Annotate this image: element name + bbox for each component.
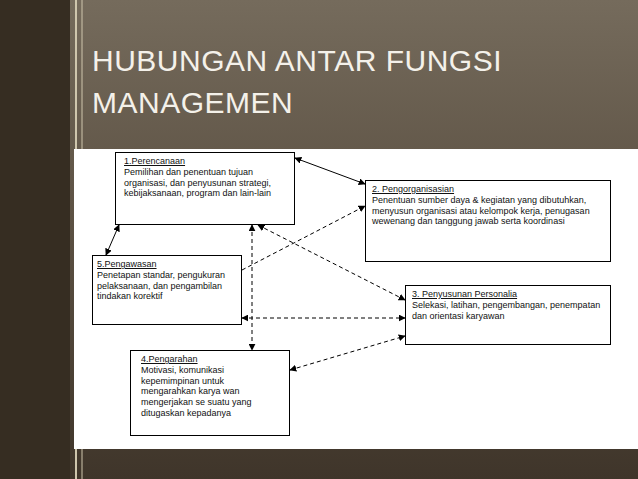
box-description: Motivasi, komunikasi kepemimpinan untuk …	[141, 365, 271, 419]
solid-arrow	[295, 158, 365, 184]
white-panel	[74, 149, 638, 449]
box-heading: 3. Penyusunan Personalia	[412, 289, 604, 300]
organizing-box: 2. PengorganisasianPenentuan sumber daya…	[365, 180, 611, 262]
left-strip	[0, 0, 70, 479]
planning-box: 1.PerencanaanPemilihan dan penentuan tuj…	[115, 152, 295, 225]
box-description: Pemilihan dan penentuan tujuan organisas…	[124, 167, 284, 199]
dashed-arrow	[290, 336, 405, 370]
box-description: Penentuan sumber daya & kegiatan yang di…	[372, 195, 604, 227]
staffing-box: 3. Penyusunan PersonaliaSelekasi, latiha…	[405, 285, 611, 345]
box-heading: 4.Pengarahan	[141, 354, 271, 365]
box-description: Penetapan standar, pengukuran pelaksanaa…	[97, 270, 236, 302]
box-description: Selekasi, latihan, pengembangan, penempa…	[412, 300, 604, 322]
directing-box: 4.PengarahanMotivasi, komunikasi kepemim…	[130, 350, 290, 436]
box-heading: 1.Perencanaan	[124, 156, 284, 167]
dashed-arrow	[252, 225, 253, 350]
left-strip-shade	[0, 0, 70, 479]
box-heading: 5.Pengawasan	[97, 259, 236, 270]
slide-title: HUBUNGAN ANTAR FUNGSI MANAGEMEN	[92, 40, 612, 124]
solid-arrow	[106, 225, 119, 255]
dashed-arrow	[242, 318, 405, 319]
controlling-box: 5.PengawasanPenetapan standar, pengukura…	[92, 255, 242, 325]
box-heading: 2. Pengorganisasian	[372, 184, 604, 195]
